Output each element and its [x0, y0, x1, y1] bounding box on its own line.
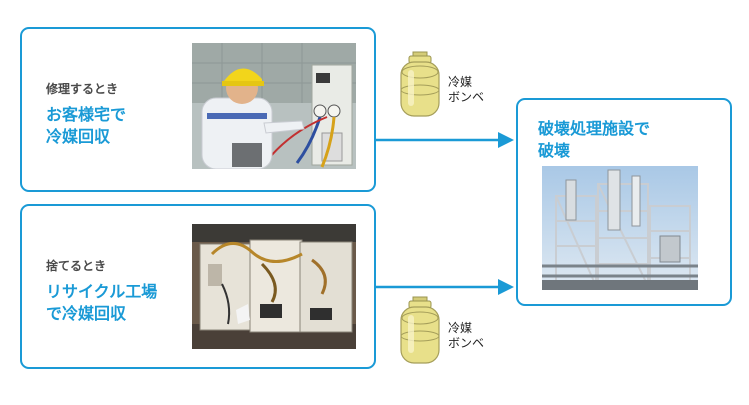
arrow-head-bottom — [498, 279, 514, 295]
repair-photo — [192, 43, 356, 169]
repair-panel: 修理するとき お客様宅で 冷媒回収 — [20, 27, 376, 192]
facility-photo — [542, 166, 698, 290]
disposal-caption: 捨てるとき — [46, 259, 107, 273]
cylinder-label-top-line-2: ボンベ — [448, 90, 485, 104]
arrow-head-top — [498, 132, 514, 148]
repair-caption: 修理するとき — [46, 82, 119, 96]
disposal-title: リサイクル工場 で冷媒回収 — [46, 281, 157, 325]
disposal-title-line-1: リサイクル工場 — [46, 282, 158, 301]
cylinder-label-top: 冷媒 ボンベ — [448, 75, 484, 105]
cylinder-label-bottom: 冷媒 ボンベ — [448, 321, 484, 351]
disposal-title-line-2: で冷媒回収 — [46, 304, 127, 323]
repair-title-line-1: お客様宅で — [46, 105, 127, 124]
cylinder-label-bottom-line-2: ボンベ — [448, 336, 485, 350]
destruction-title-line-1: 破壊処理施設で — [538, 119, 651, 138]
cylinder-label-top-line-1: 冷媒 — [448, 75, 473, 89]
destruction-title: 破壊処理施設で 破壊 — [538, 118, 650, 162]
disposal-panel: 捨てるとき リサイクル工場 で冷媒回収 — [20, 204, 376, 369]
destruction-panel: 破壊処理施設で 破壊 — [516, 98, 732, 306]
cylinder-label-bottom-line-1: 冷媒 — [448, 321, 473, 335]
repair-title-line-2: 冷媒回収 — [46, 127, 111, 146]
destruction-title-line-2: 破壊 — [538, 141, 571, 160]
disposal-photo — [192, 224, 356, 349]
repair-title: お客様宅で 冷媒回収 — [46, 104, 126, 148]
